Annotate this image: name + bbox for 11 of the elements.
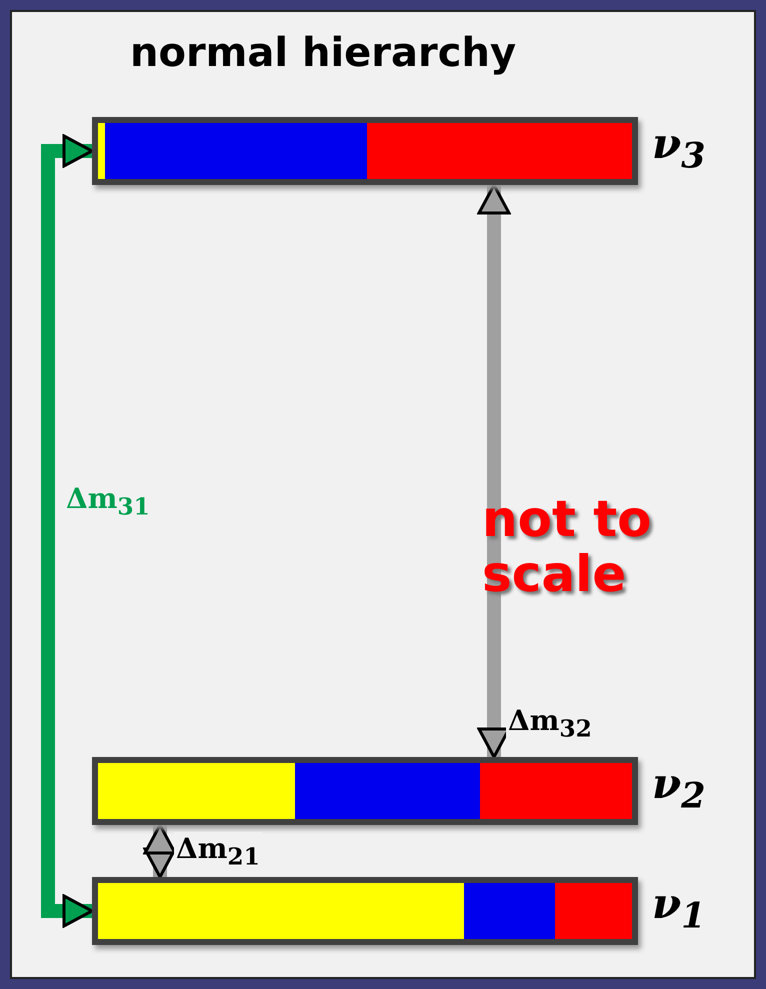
- energy-level-bar: [92, 117, 638, 185]
- energy-level-bar: [92, 877, 638, 945]
- note-text: not to scale: [482, 492, 653, 602]
- mass-state-label: ν$_{1}$: [652, 879, 706, 936]
- mass-state-label: ν$_{3}$: [652, 119, 706, 176]
- double-arrow: [144, 824, 176, 878]
- title: normal hierarchy: [130, 30, 516, 76]
- double-arrow: [478, 184, 510, 758]
- mass-state-label: ν$_{2}$: [652, 759, 706, 816]
- double-arrow: [41, 134, 94, 928]
- energy-level-bar: [92, 757, 638, 825]
